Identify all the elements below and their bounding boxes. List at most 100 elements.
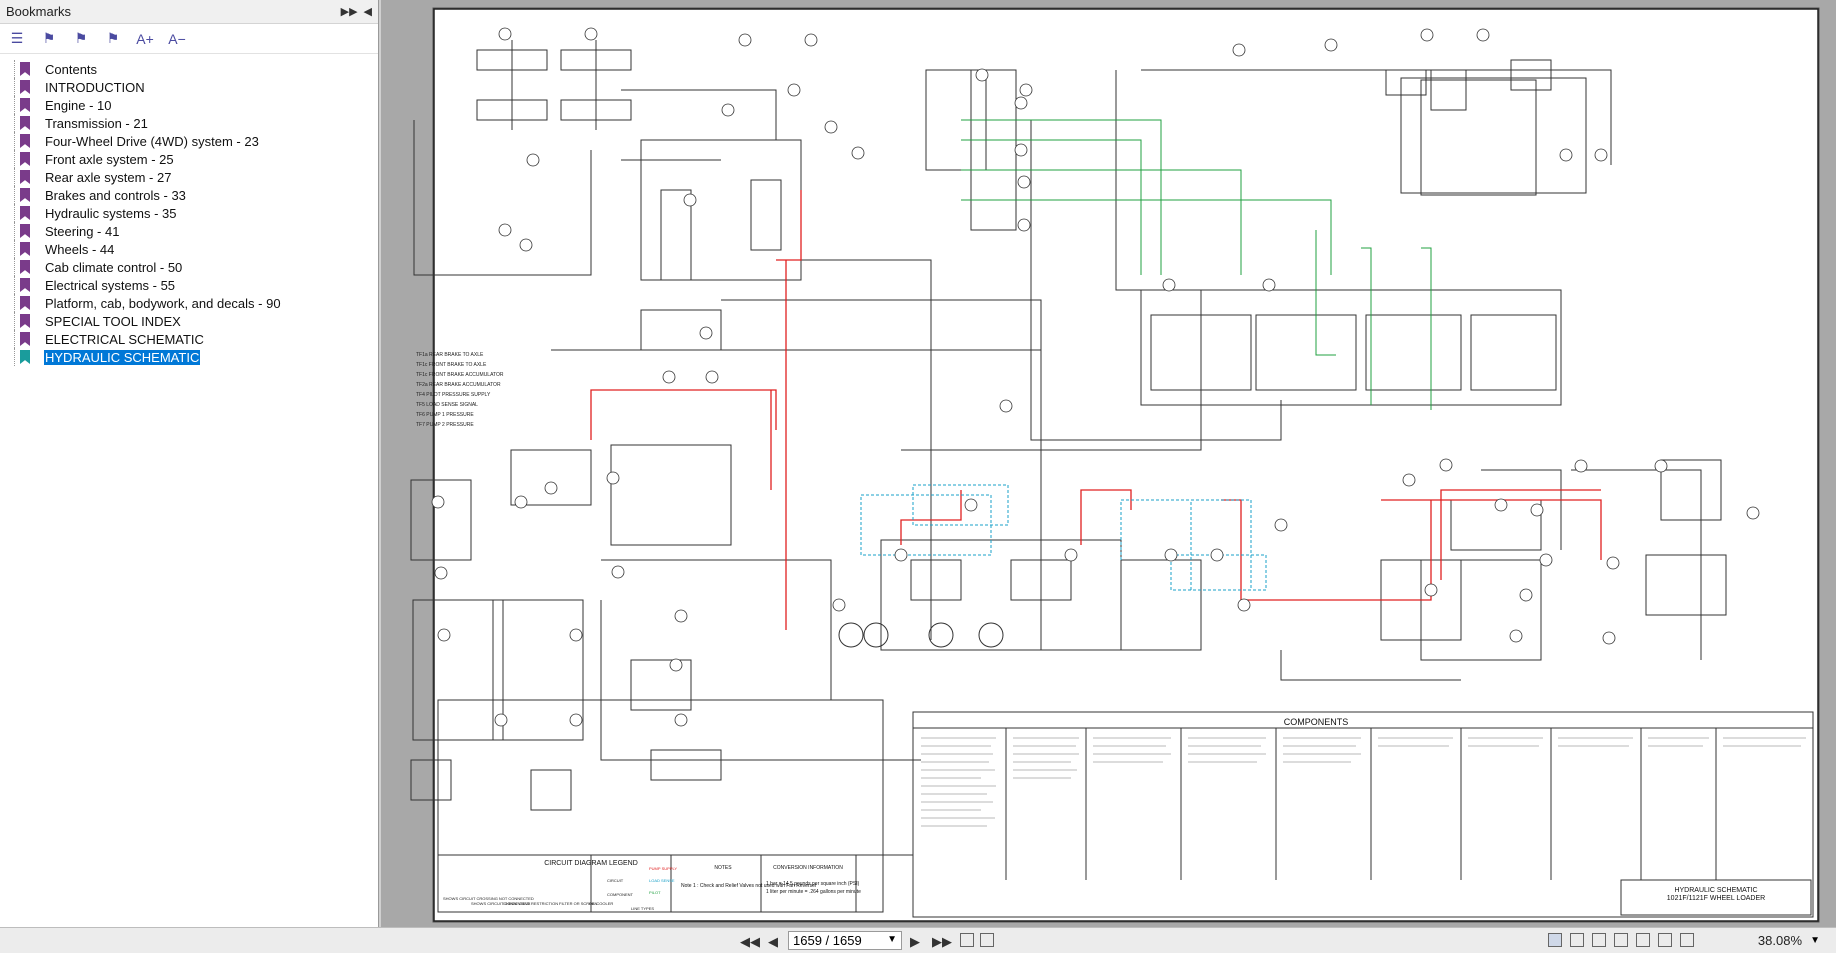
- two-page-view-icon[interactable]: [1592, 933, 1606, 947]
- pilot-lines: [961, 119, 1432, 410]
- schematic-title: HYDRAULIC SCHEMATIC: [1674, 887, 1757, 894]
- components-table-text: [921, 737, 1806, 827]
- bookmark-item-hydraulic-schematic[interactable]: HYDRAULIC SCHEMATIC: [0, 348, 378, 366]
- first-page-icon[interactable]: ◀◀: [740, 934, 760, 949]
- collapse-panel-icon[interactable]: ◀: [363, 6, 372, 18]
- bookmark-item-hydraulic-systems[interactable]: Hydraulic systems - 35: [0, 204, 378, 222]
- bookmark-list: Contents INTRODUCTION Engine - 10 Transm…: [0, 60, 378, 366]
- hydraulic-schematic-page: TF1a REAR BRAKE TO AXLE TF1c FRONT BRAKE…: [410, 7, 1820, 923]
- bookmark-icon: [20, 260, 30, 274]
- bookmark-label: Transmission - 21: [45, 115, 148, 131]
- legend-label: CHECK VALVE: [503, 901, 531, 906]
- document-viewport[interactable]: TF1a REAR BRAKE TO AXLE TF1c FRONT BRAKE…: [381, 0, 1836, 927]
- bookmark-icon: [20, 278, 30, 292]
- bookmark-label: HYDRAULIC SCHEMATIC: [44, 349, 201, 365]
- single-page-view-icon[interactable]: [1548, 933, 1562, 947]
- bookmarks-panel: Bookmarks ▶▶ ◀ ☰ ⚑ ⚑ ⚑ A+ A− Contents IN…: [0, 0, 379, 927]
- bookmark-label: Cab climate control - 50: [45, 259, 183, 275]
- bookmark-item-brakes[interactable]: Brakes and controls - 33: [0, 186, 378, 204]
- bookmark-item-rear-axle[interactable]: Rear axle system - 27: [0, 168, 378, 186]
- decrease-text-size-icon[interactable]: A−: [168, 30, 186, 47]
- chevron-down-icon[interactable]: ▼: [887, 934, 897, 945]
- new-bookmark-icon[interactable]: ⚑: [42, 30, 56, 46]
- conversion-1: 1 bar = 14.5 pounds per square inch (PSI…: [766, 881, 860, 887]
- zoom-level[interactable]: 38.08%: [1757, 933, 1802, 948]
- bookmark-label: ELECTRICAL SCHEMATIC: [45, 331, 204, 347]
- bookmark-item-platform-cab[interactable]: Platform, cab, bodywork, and decals - 90: [0, 294, 378, 312]
- bookmark-label: SPECIAL TOOL INDEX: [45, 313, 181, 329]
- bookmark-label: Platform, cab, bodywork, and decals - 90: [45, 295, 281, 311]
- note-1: Note 1 : Check and Relief Valves not use…: [681, 883, 817, 889]
- component-callouts: [431, 27, 1760, 727]
- bookmark-item-special-tool-index[interactable]: SPECIAL TOOL INDEX: [0, 312, 378, 330]
- continuous-view-icon[interactable]: [1570, 933, 1584, 947]
- legend-label: PILOT: [649, 890, 661, 895]
- test-port-label: TF7 PUMP 2 PRESSURE: [416, 422, 474, 428]
- bookmark-label: Wheels - 44: [45, 241, 115, 257]
- bookmarks-toolbar: ☰ ⚑ ⚑ ⚑ A+ A−: [0, 24, 378, 54]
- bookmark-icon: [20, 350, 30, 364]
- page-number-value: 1659 / 1659: [793, 933, 862, 948]
- bookmark-label: Contents: [45, 61, 98, 77]
- bookmark-label: Engine - 10: [45, 97, 112, 113]
- bookmark-item-transmission[interactable]: Transmission - 21: [0, 114, 378, 132]
- bookmark-item-electrical-systems[interactable]: Electrical systems - 55: [0, 276, 378, 294]
- find-bookmark-icon[interactable]: ⚑: [106, 30, 120, 46]
- cover-page-icon[interactable]: [1680, 933, 1694, 947]
- legend-label: OIL COOLER: [589, 901, 613, 906]
- conversion-2: 1 liter per minute = .264 gallons per mi…: [766, 889, 861, 895]
- bookmark-label: Front axle system - 25: [45, 151, 174, 167]
- bookmark-options-icon[interactable]: ☰: [10, 30, 24, 46]
- previous-page-icon[interactable]: ◀: [768, 934, 778, 949]
- bookmark-icon: [20, 242, 30, 256]
- two-page-continuous-icon[interactable]: [1614, 933, 1628, 947]
- panel-splitter[interactable]: [379, 0, 381, 927]
- bookmark-label: Electrical systems - 55: [45, 277, 176, 293]
- bookmark-icon: [20, 224, 30, 238]
- legend-label: LOAD SENSE: [649, 878, 675, 883]
- facing-pages-icon[interactable]: [1636, 933, 1650, 947]
- bookmark-item-4wd-system[interactable]: Four-Wheel Drive (4WD) system - 23: [0, 132, 378, 150]
- fit-page-icon[interactable]: [960, 933, 974, 947]
- legend-label: PUMP SUPPLY: [649, 866, 677, 871]
- fit-width-icon[interactable]: [980, 933, 994, 947]
- bookmark-item-engine[interactable]: Engine - 10: [0, 96, 378, 114]
- expand-bookmark-icon[interactable]: ⚑: [74, 30, 88, 46]
- bookmark-item-introduction[interactable]: INTRODUCTION: [0, 78, 378, 96]
- bookmark-item-front-axle[interactable]: Front axle system - 25: [0, 150, 378, 168]
- bookmark-icon: [20, 332, 30, 346]
- bookmark-label: Brakes and controls - 33: [45, 187, 186, 203]
- chevron-down-icon[interactable]: ▼: [1810, 935, 1820, 946]
- bookmark-item-contents[interactable]: Contents: [0, 60, 378, 78]
- legend-label: SHOWS CIRCUIT CROSSING NOT CONNECTED: [443, 896, 534, 901]
- bookmark-item-cab-climate[interactable]: Cab climate control - 50: [0, 258, 378, 276]
- legend-label: CIRCUIT: [607, 878, 624, 883]
- bookmark-item-electrical-schematic[interactable]: ELECTRICAL SCHEMATIC: [0, 330, 378, 348]
- last-page-icon[interactable]: ▶▶: [932, 934, 952, 949]
- components-title: COMPONENTS: [1284, 717, 1349, 727]
- facing-continuous-icon[interactable]: [1658, 933, 1672, 947]
- bookmarks-title: Bookmarks: [6, 4, 72, 19]
- bookmark-label: Hydraulic systems - 35: [45, 205, 177, 221]
- test-port-label: TF1a REAR BRAKE TO AXLE: [416, 352, 484, 358]
- increase-text-size-icon[interactable]: A+: [136, 30, 154, 47]
- expand-panel-icon[interactable]: ▶▶: [340, 6, 358, 18]
- test-port-label: TF5 LOAD SENSE SIGNAL: [416, 402, 478, 408]
- bookmark-icon: [20, 170, 30, 184]
- legend-label: COMPONENT: [607, 892, 634, 897]
- bookmark-icon: [20, 206, 30, 220]
- schematic-subtitle: 1021F/1121F WHEEL LOADER: [1667, 895, 1765, 902]
- page-number-field[interactable]: 1659 / 1659 ▼: [788, 931, 902, 950]
- test-port-label: TF1c FRONT BRAKE ACCUMULATOR: [416, 372, 504, 378]
- legend-label: RESTRICTION: [531, 901, 558, 906]
- bookmark-icon: [20, 152, 30, 166]
- test-port-label: TF1c FRONT BRAKE TO AXLE: [416, 362, 487, 368]
- legend-label: SHOWS CIRCUIT CONNECTED: [471, 901, 530, 906]
- next-page-icon[interactable]: ▶: [910, 934, 920, 949]
- bookmark-item-steering[interactable]: Steering - 41: [0, 222, 378, 240]
- test-port-label: TF2a REAR BRAKE ACCUMULATOR: [416, 382, 501, 388]
- test-port-label: TF4 PILOT PRESSURE SUPPLY: [416, 392, 491, 398]
- bookmark-item-wheels[interactable]: Wheels - 44: [0, 240, 378, 258]
- bookmark-icon: [20, 188, 30, 202]
- legend-label: LINE TYPES: [631, 906, 654, 911]
